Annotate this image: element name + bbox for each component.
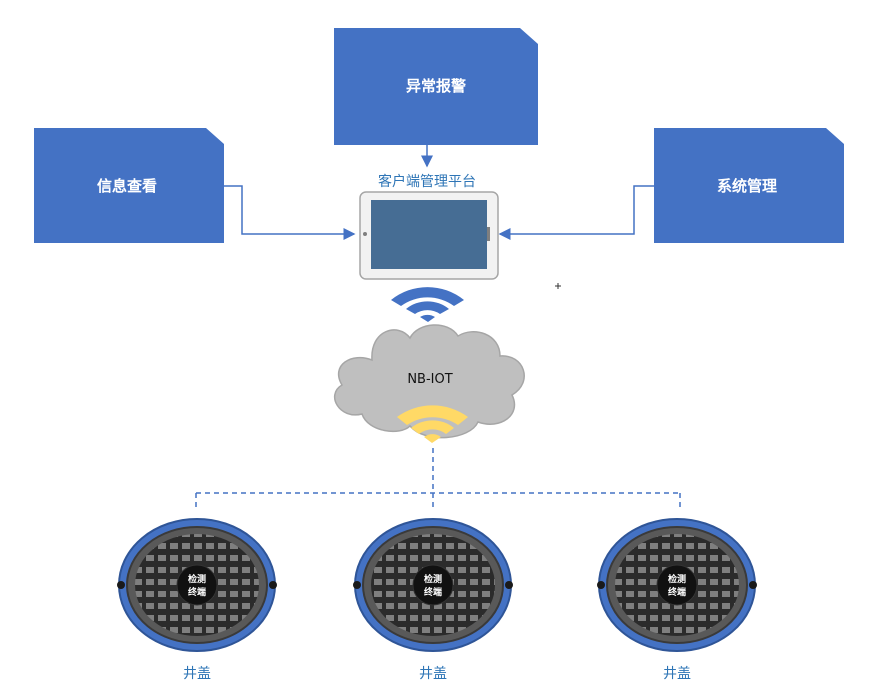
cover-label: 井盖: [183, 666, 211, 682]
cover-label: 井盖: [419, 666, 447, 682]
terminal-label-line1: 检测: [424, 573, 442, 585]
crosshair-mark: [555, 283, 561, 289]
wifi-icon-cloud: [397, 405, 468, 443]
network-label: NB-IOT: [407, 372, 452, 387]
system-box: 系统管理: [654, 128, 844, 243]
info-box: 信息查看: [34, 128, 224, 243]
detection-terminal: [176, 564, 218, 606]
detection-terminal: [656, 564, 698, 606]
cover-hinge-left: [353, 581, 361, 589]
terminal-label-line1: 检测: [668, 573, 686, 585]
detection-terminal: [412, 564, 454, 606]
cover-hinge-left: [117, 581, 125, 589]
terminal-label-line1: 检测: [188, 573, 206, 585]
alarm-box: 异常报警: [334, 28, 538, 145]
terminal-label-line2: 终端: [187, 586, 206, 598]
cover-hinge-right: [269, 581, 277, 589]
cover-label: 井盖: [663, 666, 691, 682]
system-box-label: 系统管理: [717, 177, 777, 195]
cover-hinge-right: [505, 581, 513, 589]
cloud-icon: NB-IOT: [333, 324, 525, 439]
alarm-box-label: 异常报警: [406, 77, 466, 95]
tablet-icon: [359, 191, 499, 280]
system-connector: [498, 185, 654, 240]
terminal-label-line2: 终端: [423, 586, 442, 598]
cover-hinge-left: [597, 581, 605, 589]
info-box-label: 信息查看: [97, 177, 157, 195]
info-connector: [224, 185, 356, 240]
platform-title: 客户端管理平台: [378, 173, 476, 190]
terminal-label-line2: 终端: [667, 586, 686, 598]
wifi-icon-top: [391, 287, 464, 322]
dashed-connectors: [195, 448, 681, 510]
cover-hinge-right: [749, 581, 757, 589]
